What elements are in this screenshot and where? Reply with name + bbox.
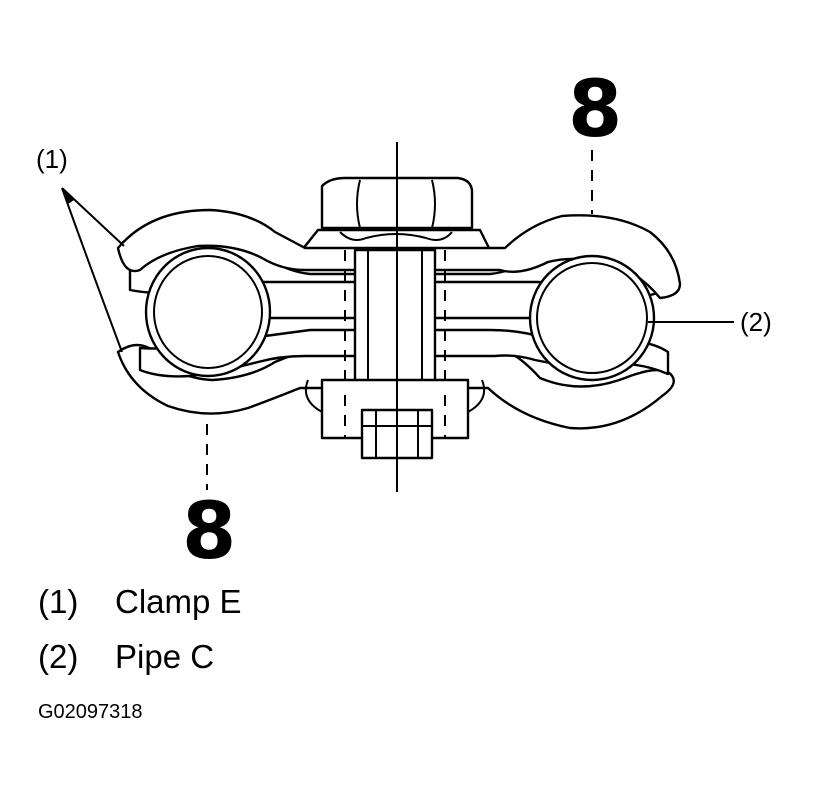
pipe-c xyxy=(528,254,656,382)
callout-1-label: (1) xyxy=(36,144,68,174)
legend-label: Pipe C xyxy=(115,638,215,675)
legend-key: (2) xyxy=(38,638,79,675)
bottom-size-mark: 8 xyxy=(182,487,236,577)
top-size-mark: 8 xyxy=(568,65,622,155)
callout-2-label: (2) xyxy=(740,307,772,337)
callout-1-leaders xyxy=(61,187,125,353)
clamp-left-bore xyxy=(144,246,272,378)
legend-label: Clamp E xyxy=(115,583,242,620)
legend-item-pipe: (2) Pipe C xyxy=(38,637,214,677)
bolt-shank xyxy=(344,248,446,392)
nut xyxy=(304,378,486,460)
legend-key: (1) xyxy=(38,583,79,620)
figure-id: G02097318 xyxy=(38,701,143,723)
legend-item-clamp: (1) Clamp E xyxy=(38,582,242,622)
